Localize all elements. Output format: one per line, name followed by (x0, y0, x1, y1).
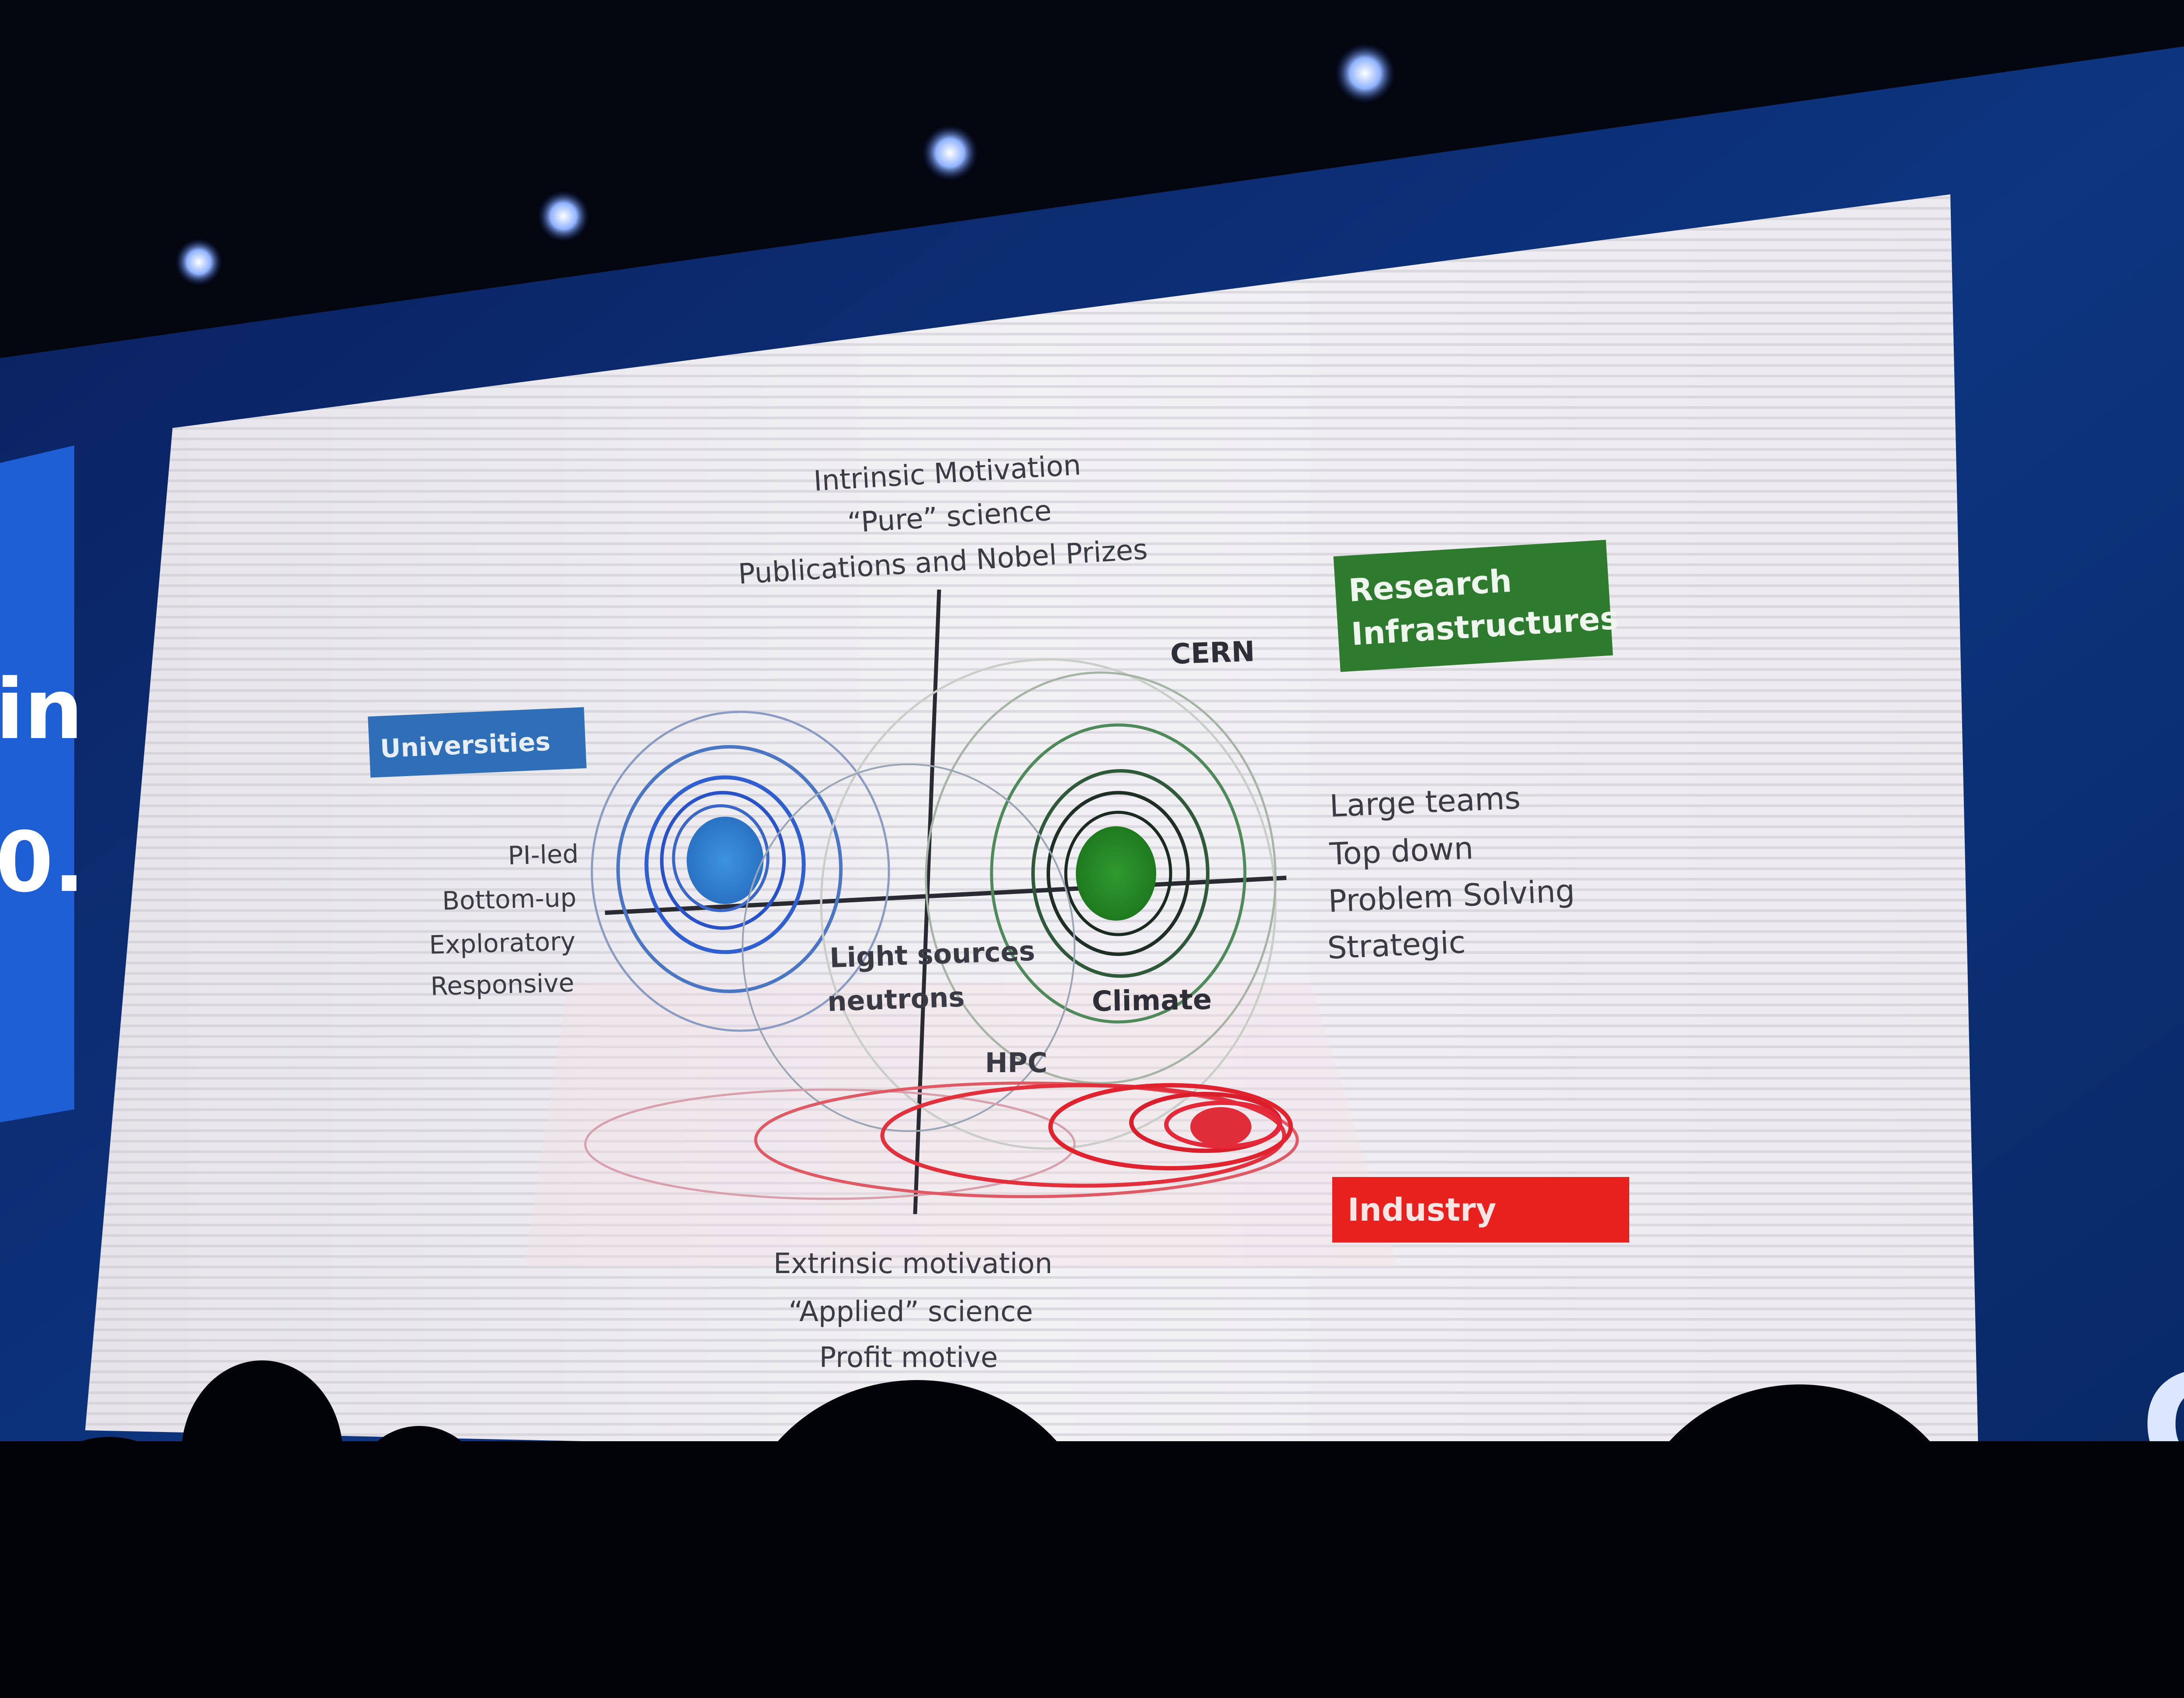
left-label-3: Exploratory (429, 926, 576, 960)
ceiling-lights (175, 43, 1396, 286)
universities-box: Universities (368, 707, 587, 778)
horizontal-axis (605, 876, 1287, 915)
research-circles (820, 658, 1277, 1150)
left-label-2: Bottom-up (442, 883, 577, 916)
left-label-4: Responsive (430, 968, 575, 1001)
left-label-1: PI-led (508, 839, 579, 870)
audience-silhouettes (0, 1360, 2184, 1698)
label-light-sources: Light sources (829, 935, 1036, 974)
industry-ellipses (584, 1081, 1299, 1200)
industry-box-label: Industry (1348, 1191, 1496, 1228)
industry-core (1190, 1107, 1251, 1146)
research-infrastructures-box: Research Infrastructures (1333, 540, 1620, 672)
label-hpc: HPC (985, 1047, 1047, 1079)
industry-box: Industry (1332, 1177, 1629, 1242)
left-partial-text-2: 0. (0, 814, 85, 911)
right-label-1: Large teams (1329, 780, 1521, 824)
label-neutrons: neutrons (827, 981, 965, 1018)
universities-core (687, 817, 764, 904)
light-sources-circle (742, 763, 1075, 1132)
diagram: Intrinsic Motivation “Pure” science Publ… (368, 449, 1629, 1374)
label-climate: Climate (1092, 984, 1212, 1018)
right-label-4: Strategic (1327, 924, 1466, 966)
bottom-label-2: “Applied” science (788, 1296, 1033, 1328)
bottom-label-1: Extrinsic motivation (774, 1248, 1053, 1280)
slide (85, 194, 1979, 1472)
left-side-screen: in 0. (0, 445, 85, 1122)
bottom-label-3: Profit motive (819, 1342, 998, 1374)
left-partial-text-1: in (0, 661, 83, 758)
universities-circles (591, 711, 890, 1032)
label-cern: CERN (1170, 635, 1255, 671)
right-label-2: Top down (1328, 830, 1474, 872)
universities-box-label: Universities (380, 727, 551, 764)
research-core (1076, 826, 1156, 921)
